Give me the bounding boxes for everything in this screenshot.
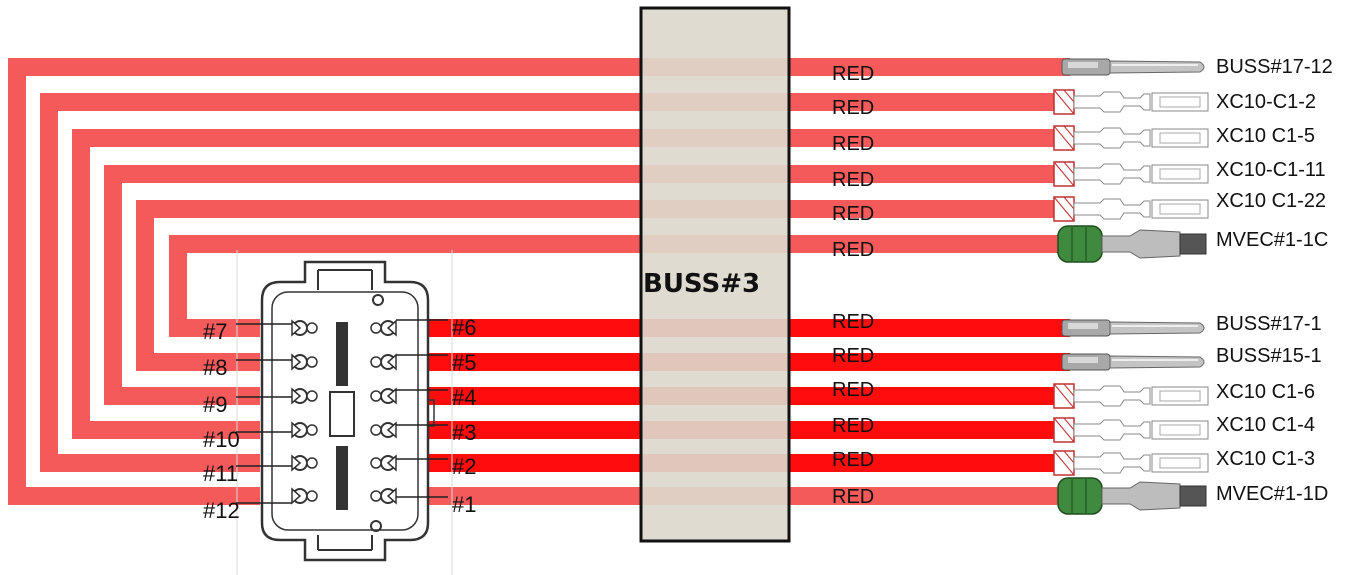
clip-icon — [1053, 383, 1209, 409]
sealed-pin-icon — [1057, 225, 1207, 263]
pin-label-left: #12 — [203, 498, 240, 523]
wire-color-label: RED — [832, 415, 874, 437]
wire-color-label: RED — [832, 345, 874, 367]
destination-label: XC10 C1-4 — [1216, 414, 1315, 436]
pin-label-left: #11 — [203, 461, 238, 486]
cavity-icon — [291, 487, 318, 505]
pin-icon — [1061, 58, 1205, 76]
clip-icon — [1053, 450, 1209, 476]
cavity-icon — [291, 454, 318, 472]
cavity-icon — [291, 319, 318, 337]
wire-color-label: RED — [832, 379, 874, 401]
pin-label-right: #2 — [452, 454, 476, 479]
pin-label-right: #4 — [452, 385, 476, 410]
wire-color-label: RED — [832, 97, 874, 119]
pin-label-right: #6 — [452, 315, 476, 340]
clip-icon — [1053, 417, 1209, 443]
clip-icon — [1053, 196, 1209, 222]
cavity-icon — [370, 353, 397, 371]
destination-label: BUSS#17-12 — [1216, 56, 1333, 78]
pin-label-left: #10 — [203, 427, 240, 452]
cavity-icon — [370, 487, 397, 505]
wire-color-label: RED — [832, 169, 874, 191]
cavity-icon — [370, 421, 397, 439]
destination-label: XC10 C1-5 — [1216, 125, 1315, 147]
destination-label: BUSS#15-1 — [1216, 345, 1322, 367]
clip-icon — [1053, 89, 1209, 115]
pin-icon — [1061, 319, 1205, 337]
destination-label: XC10-C1-2 — [1216, 91, 1316, 113]
destination-label: XC10 C1-22 — [1216, 190, 1326, 212]
pin-label-left: #7 — [203, 319, 227, 344]
destination-label: XC10 C1-3 — [1216, 448, 1315, 470]
cavity-icon — [291, 387, 318, 405]
destination-label: XC10 C1-6 — [1216, 381, 1315, 403]
destination-label: XC10-C1-11 — [1216, 159, 1326, 181]
cavity-icon — [291, 353, 318, 371]
destination-label: MVEC#1-1C — [1216, 229, 1328, 251]
wire-color-label: RED — [832, 311, 874, 333]
wire-color-label: RED — [832, 449, 874, 471]
pin-label-group: #7 #8 #9 #10 #11 #12 #6 #5 #4 #3 #2 #1 — [203, 315, 476, 523]
wire-color-label: RED — [832, 239, 874, 261]
pin-label-left: #8 — [203, 355, 227, 380]
wire-upper-6 — [169, 235, 1070, 337]
bus-bar — [639, 6, 791, 543]
destination-label: BUSS#17-1 — [1216, 313, 1322, 335]
cavity-icon — [291, 421, 318, 439]
pin-icon — [1061, 353, 1205, 371]
terminal-group — [1053, 58, 1209, 515]
pin-label-left: #9 — [203, 392, 227, 417]
wire-upper-1 — [8, 58, 1070, 505]
wire-upper-2 — [40, 93, 1070, 472]
sealed-pin-icon — [1057, 477, 1207, 515]
clip-icon — [1053, 125, 1209, 151]
wire-color-label: RED — [832, 133, 874, 155]
wire-upper-4 — [104, 165, 1070, 405]
wire-color-label: RED — [832, 486, 874, 508]
connector-housing — [236, 250, 453, 575]
pin-label-right: #3 — [452, 420, 476, 445]
cavity-icon — [370, 454, 397, 472]
wire-color-label: RED — [832, 63, 874, 85]
connector-cavities — [291, 319, 397, 505]
pin-label-right: #5 — [452, 350, 476, 375]
cavity-icon — [370, 387, 397, 405]
destination-label: MVEC#1-1D — [1216, 483, 1328, 505]
clip-icon — [1053, 161, 1209, 187]
bus-bar-rect — [639, 6, 791, 543]
wire-label-group: RED RED RED RED RED RED RED RED RED RED RED RED — [832, 63, 874, 508]
wire-upper-3 — [72, 129, 1070, 439]
upper-wire-group — [8, 58, 1070, 505]
pin-label-right: #1 — [452, 492, 476, 517]
wire-upper-5 — [136, 200, 1070, 371]
bus-label: BUSS#3 — [643, 269, 760, 299]
wire-color-label: RED — [832, 203, 874, 225]
cavity-icon — [370, 319, 397, 337]
